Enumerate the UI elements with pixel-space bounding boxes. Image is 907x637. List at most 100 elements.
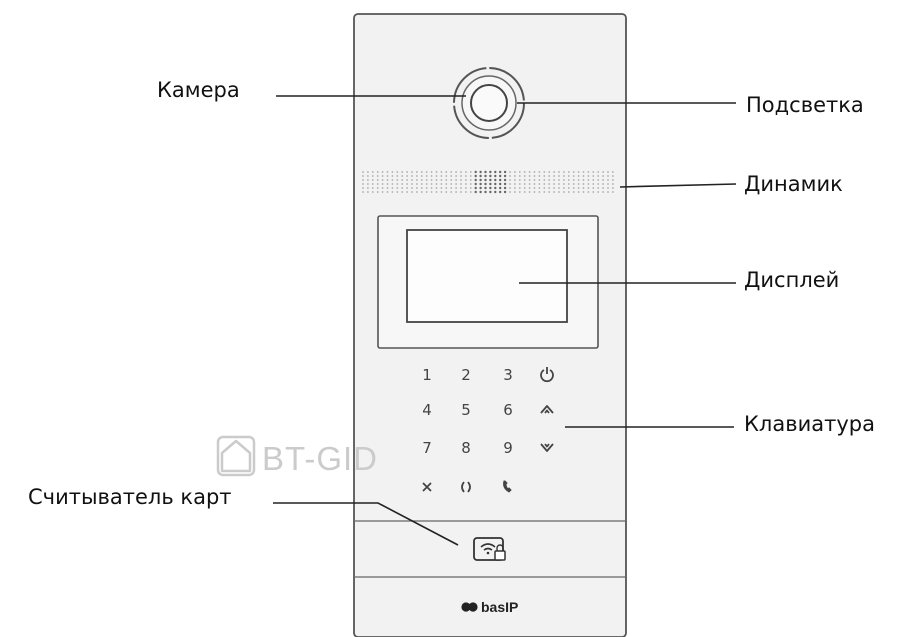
key-9[interactable]: 9: [503, 439, 513, 457]
speaker-hole: [376, 171, 379, 173]
speaker-hole: [420, 191, 423, 193]
speaker-hole: [406, 171, 408, 173]
key-bell-icon[interactable]: [461, 481, 471, 493]
speaker-hole: [577, 187, 580, 189]
speaker-hole: [396, 183, 399, 185]
speaker-hole: [587, 183, 590, 185]
speaker-hole: [371, 187, 374, 189]
label-speaker: Динамик: [744, 172, 843, 196]
speaker-hole: [465, 171, 467, 173]
speaker-hole: [563, 183, 565, 185]
speaker-hole: [489, 182, 492, 186]
speaker-hole: [494, 178, 497, 182]
speaker-hole: [567, 191, 570, 193]
speaker-hole: [572, 175, 575, 177]
speaker-hole: [533, 191, 536, 193]
speaker-hole: [612, 183, 614, 185]
speaker-hole: [440, 179, 443, 181]
speaker-hole: [450, 179, 453, 181]
label-backlight: Подсветка: [746, 93, 864, 117]
speaker-hole: [543, 191, 546, 193]
speaker-hole: [411, 175, 413, 177]
speaker-hole: [430, 175, 433, 177]
key-4[interactable]: 4: [422, 401, 432, 419]
speaker-hole: [416, 183, 418, 185]
speaker-hole: [376, 179, 379, 181]
speaker-hole: [450, 183, 453, 185]
speaker-hole: [548, 175, 551, 177]
speaker-hole: [489, 170, 492, 174]
speaker-hole: [499, 178, 502, 182]
speaker-hole: [425, 179, 428, 181]
speaker-hole: [416, 191, 418, 193]
speaker-hole: [577, 175, 580, 177]
speaker-hole: [602, 171, 604, 173]
speaker-hole: [494, 190, 497, 194]
speaker-hole: [503, 174, 507, 178]
speaker-hole: [401, 175, 404, 177]
speaker-hole: [503, 190, 507, 194]
speaker-hole: [455, 171, 457, 173]
speaker-hole: [528, 183, 531, 185]
key-5[interactable]: 5: [461, 401, 471, 419]
speaker-hole: [567, 175, 570, 177]
speaker-hole: [479, 190, 482, 194]
speaker-hole: [592, 187, 595, 189]
speaker-hole: [391, 179, 394, 181]
speaker-hole: [509, 179, 511, 181]
speaker-hole: [420, 171, 423, 173]
speaker-hole: [450, 191, 453, 193]
speaker-hole: [362, 171, 364, 173]
speaker-hole: [553, 179, 555, 181]
key-6[interactable]: 6: [503, 401, 513, 419]
speaker-hole: [499, 170, 502, 174]
speaker-hole: [533, 175, 536, 177]
speaker-hole: [484, 190, 487, 194]
speaker-hole: [435, 183, 438, 185]
speaker-hole: [386, 179, 389, 181]
speaker-hole: [450, 171, 453, 173]
speaker-hole: [474, 178, 477, 182]
speaker-grille: [362, 170, 614, 194]
key-phone-icon[interactable]: [503, 480, 512, 493]
key-close-icon[interactable]: [422, 482, 432, 492]
speaker-hole: [548, 179, 551, 181]
key-power-icon[interactable]: [540, 367, 554, 383]
brand-logo-text: basIP: [481, 599, 518, 615]
speaker-hole: [587, 179, 590, 181]
speaker-hole: [411, 187, 413, 189]
speaker-hole: [518, 187, 521, 189]
speaker-hole: [396, 171, 399, 173]
speaker-hole: [543, 171, 546, 173]
key-arrow-down-icon[interactable]: [540, 443, 554, 452]
speaker-hole: [425, 171, 428, 173]
speaker-hole: [445, 191, 448, 193]
key-3[interactable]: 3: [503, 366, 513, 384]
key-8[interactable]: 8: [461, 439, 471, 457]
keypad: 1 2 3 4 5 6 7 8 9: [422, 366, 554, 493]
speaker-hole: [494, 186, 497, 190]
key-arrow-up-icon[interactable]: [540, 405, 554, 414]
key-2[interactable]: 2: [461, 366, 471, 384]
speaker-hole: [607, 179, 609, 181]
speaker-hole: [572, 183, 575, 185]
speaker-hole: [376, 175, 379, 177]
speaker-hole: [577, 179, 580, 181]
speaker-hole: [494, 174, 497, 178]
speaker-hole: [420, 175, 423, 177]
key-1[interactable]: 1: [422, 366, 432, 384]
speaker-hole: [381, 175, 384, 177]
key-7[interactable]: 7: [422, 439, 432, 457]
speaker-hole: [587, 191, 590, 193]
speaker-hole: [612, 175, 614, 177]
speaker-hole: [425, 191, 428, 193]
speaker-hole: [499, 190, 502, 194]
speaker-hole: [367, 187, 369, 189]
speaker-hole: [602, 175, 604, 177]
speaker-hole: [455, 179, 457, 181]
speaker-hole: [440, 191, 443, 193]
speaker-hole: [558, 191, 560, 193]
speaker-hole: [563, 191, 565, 193]
display-screen: [406, 229, 568, 323]
